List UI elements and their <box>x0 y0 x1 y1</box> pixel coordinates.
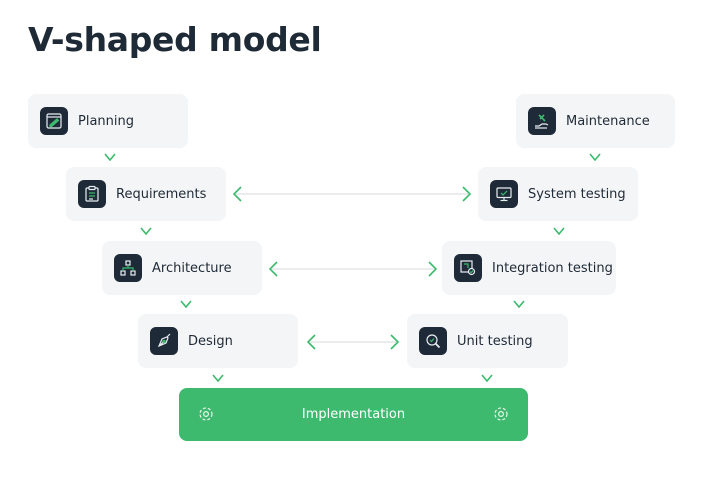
stage-design: Design <box>138 314 298 368</box>
connector-requirements-system-testing <box>232 186 472 202</box>
wrench-hand-icon <box>528 107 556 135</box>
magnifier-icon <box>419 327 447 355</box>
clipboard-icon <box>78 180 106 208</box>
chevron-down-icon <box>140 227 152 235</box>
stage-implementation: Implementation <box>179 388 528 441</box>
gear-icon <box>494 407 508 421</box>
page-title: V-shaped model <box>28 20 322 59</box>
stage-architecture: Architecture <box>102 241 262 295</box>
gear-icon <box>199 407 213 421</box>
stage-unit-testing: Unit testing <box>407 314 568 368</box>
integration-icon <box>454 254 482 282</box>
stage-label: Planning <box>78 113 134 129</box>
pen-tool-icon <box>150 327 178 355</box>
chevron-down-icon <box>180 300 192 308</box>
stage-planning: Planning <box>28 94 188 148</box>
stage-label: Implementation <box>301 407 406 422</box>
chevron-down-icon <box>553 227 565 235</box>
chevron-down-icon <box>212 374 224 382</box>
chevron-down-icon <box>589 153 601 161</box>
connector-architecture-integration-testing <box>268 261 438 277</box>
planning-icon <box>40 107 68 135</box>
stage-system-testing: System testing <box>478 167 638 221</box>
hierarchy-icon <box>114 254 142 282</box>
stage-label: Requirements <box>116 186 207 202</box>
stage-label: System testing <box>528 186 626 202</box>
stage-integration-testing: Integration testing <box>442 241 616 295</box>
stage-label: Design <box>188 333 233 349</box>
chevron-down-icon <box>104 153 116 161</box>
stage-label: Unit testing <box>457 333 533 349</box>
chevron-down-icon <box>513 300 525 308</box>
chevron-down-icon <box>481 374 493 382</box>
stage-label: Maintenance <box>566 113 650 129</box>
stage-label: Integration testing <box>492 260 613 276</box>
stage-maintenance: Maintenance <box>516 94 675 148</box>
monitor-icon <box>490 180 518 208</box>
stage-requirements: Requirements <box>66 167 226 221</box>
stage-label: Architecture <box>152 260 232 276</box>
connector-design-unit-testing <box>306 334 400 350</box>
